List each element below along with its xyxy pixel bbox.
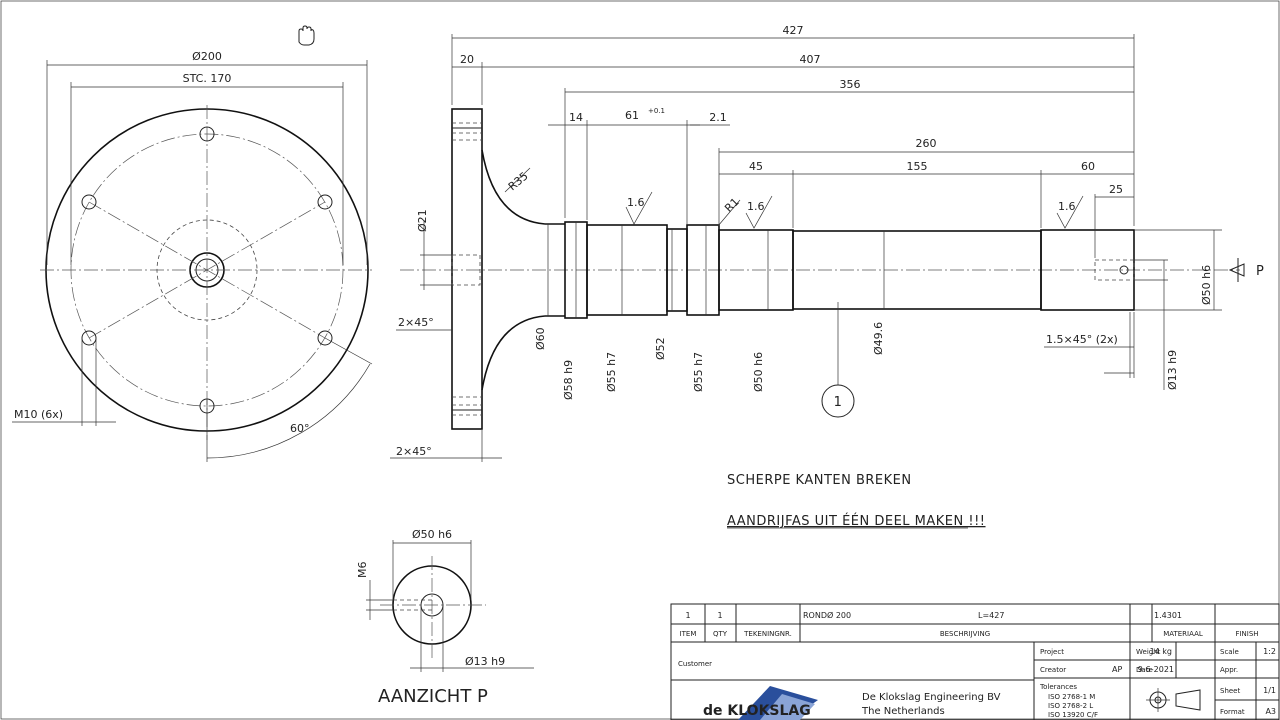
dim-2-1: 2.1 bbox=[709, 111, 727, 124]
item-balloon bbox=[821, 384, 855, 418]
tb-date-label: Date bbox=[1136, 666, 1153, 674]
dim-155: 155 bbox=[907, 160, 928, 173]
tb-company-name: De Klokslag Engineering BV bbox=[862, 692, 1001, 703]
tb-header-part: TEKENINGNR. bbox=[743, 630, 792, 638]
dim-r35: R35 bbox=[506, 169, 531, 193]
tb-date-value: 9-6-2021 bbox=[1138, 665, 1174, 674]
tb-sheet-value: 1/1 bbox=[1263, 686, 1276, 695]
detail-view-p: Ø50 h6 M6 Ø13 h9 AANZICHT P bbox=[356, 528, 534, 707]
dim-dia200: Ø200 bbox=[192, 50, 222, 63]
dim-overall: 427 bbox=[783, 24, 804, 37]
tb-creator-value: AP bbox=[1112, 665, 1122, 674]
tb-format-value: A3 bbox=[1265, 707, 1276, 716]
projection-symbol-icon bbox=[1146, 688, 1201, 712]
roughness-1: 1.6 bbox=[627, 196, 645, 209]
dim-dia13: Ø13 h9 bbox=[1166, 350, 1179, 390]
dim-angle: 60° bbox=[290, 422, 310, 435]
tb-creator-label: Creator bbox=[1040, 666, 1066, 674]
dim-dia55a: Ø55 h7 bbox=[605, 352, 618, 392]
dim-61: 61 bbox=[625, 109, 639, 122]
dim-dia50b: Ø50 h6 bbox=[1200, 265, 1213, 305]
flange-section bbox=[451, 108, 483, 430]
dim-25: 25 bbox=[1109, 183, 1123, 196]
bolt-holes bbox=[81, 126, 333, 414]
tb-header-item: ITEM bbox=[680, 630, 697, 638]
tb-format-label: Format bbox=[1220, 708, 1245, 716]
tb-qty: 1 bbox=[717, 611, 722, 620]
tb-sheet-label: Sheet bbox=[1220, 687, 1240, 695]
title-block: 1 1 RONDØ 200 L=427 1.4301 ITEM QTY TEKE… bbox=[670, 603, 1280, 720]
dim-thread: M10 (6x) bbox=[14, 408, 63, 421]
tb-material: 1.4301 bbox=[1154, 611, 1182, 620]
note-one-piece: AANDRIJFAS UIT ÉÉN DEEL MAKEN !!! bbox=[727, 513, 986, 529]
dim-407: 407 bbox=[800, 53, 821, 66]
dim-356: 356 bbox=[840, 78, 861, 91]
detail-dim-dia50: Ø50 h6 bbox=[412, 528, 452, 541]
tb-tolerances-label: Tolerances bbox=[1039, 683, 1077, 691]
dim-dia60: Ø60 bbox=[534, 327, 547, 350]
tb-project-label: Project bbox=[1040, 648, 1064, 656]
dim-chamfer-1: 2×45° bbox=[398, 316, 434, 329]
dim-pcd: STC. 170 bbox=[183, 72, 232, 85]
dim-dia58: Ø58 h9 bbox=[562, 360, 575, 400]
dim-14: 14 bbox=[569, 111, 583, 124]
dim-chamfer-2: 2×45° bbox=[396, 445, 432, 458]
detail-dim-m6: M6 bbox=[356, 562, 369, 579]
roughness-2: 1.6 bbox=[747, 200, 765, 213]
dim-260: 260 bbox=[916, 137, 937, 150]
tb-header-desc: BESCHRIJVING bbox=[940, 630, 990, 638]
tb-scale-value: 1:2 bbox=[1263, 647, 1276, 656]
side-view: 427 20 407 356 14 61 +0.1 2.1 260 45 155… bbox=[390, 24, 1264, 462]
dim-61-tol: +0.1 bbox=[648, 107, 665, 115]
dim-dia50a: Ø50 h6 bbox=[752, 352, 765, 392]
front-view: Ø200 STC. 170 M10 (6x) 60° bbox=[12, 50, 373, 462]
dim-chamfer-3: 1.5×45° (2x) bbox=[1046, 333, 1118, 346]
tb-company-country: The Netherlands bbox=[861, 706, 945, 717]
tb-tol-3: ISO 13920 C/F bbox=[1048, 711, 1098, 719]
dim-r1: R1 bbox=[722, 195, 742, 215]
roughness-3: 1.6 bbox=[1058, 200, 1076, 213]
detail-dim-dia13: Ø13 h9 bbox=[465, 655, 505, 668]
company-logo: de KLOKSLAG bbox=[703, 686, 818, 720]
tb-desc-left: RONDØ 200 bbox=[803, 610, 851, 620]
item-balloon-number: 1 bbox=[834, 395, 843, 410]
view-marker-p: P bbox=[1256, 264, 1264, 279]
dim-dia55b: Ø55 h7 bbox=[692, 352, 705, 392]
dim-dia49: Ø49.6 bbox=[872, 322, 885, 355]
tb-customer-label: Customer bbox=[678, 660, 712, 668]
hand-cursor-icon bbox=[298, 25, 315, 46]
logo-text: de KLOKSLAG bbox=[703, 703, 811, 719]
detail-view-title: AANZICHT P bbox=[378, 686, 488, 707]
dim-flange-hole: Ø21 bbox=[416, 209, 429, 232]
tb-tol-1: ISO 2768-1 M bbox=[1048, 693, 1095, 701]
tb-appr-label: Appr. bbox=[1220, 666, 1238, 674]
tb-header-qty: QTY bbox=[713, 630, 728, 638]
dim-20: 20 bbox=[460, 53, 474, 66]
tb-tol-2: ISO 2768-2 L bbox=[1048, 702, 1093, 710]
dim-dia52: Ø52 bbox=[654, 337, 667, 360]
dim-60: 60 bbox=[1081, 160, 1095, 173]
note-break-edges: SCHERPE KANTEN BREKEN bbox=[727, 473, 912, 488]
tb-header-finish: FINISH bbox=[1235, 630, 1258, 638]
tb-weight-label: Weight bbox=[1136, 648, 1161, 656]
tb-header-mat: MATERIAAL bbox=[1163, 630, 1203, 638]
dim-45: 45 bbox=[749, 160, 763, 173]
tb-item: 1 bbox=[685, 611, 690, 620]
tb-desc-right: L=427 bbox=[978, 611, 1004, 620]
tb-weight-value: 14 kg bbox=[1150, 647, 1172, 656]
tb-scale-label: Scale bbox=[1220, 648, 1239, 656]
